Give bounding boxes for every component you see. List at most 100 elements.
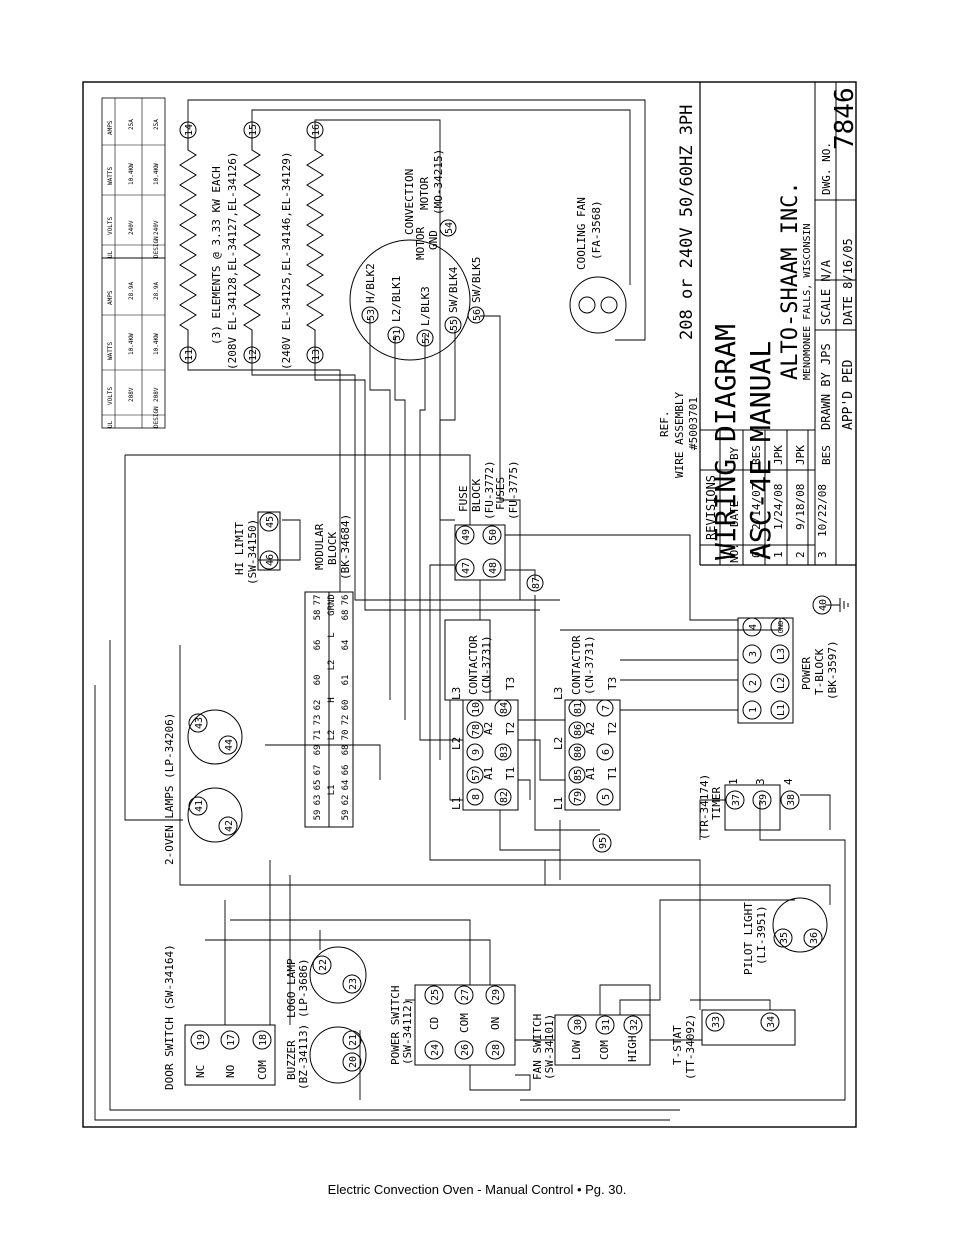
terminal-36 [803, 928, 823, 948]
timer-pin-label: 4 [782, 778, 795, 785]
buzzer-symbol [309, 1026, 367, 1084]
mod-terminal: 62 [313, 700, 323, 711]
tblock-1 [742, 700, 762, 720]
buzzer-label: BUZZER [285, 1040, 298, 1080]
terminal-55 [444, 316, 462, 334]
terminal-8 [466, 788, 484, 806]
terminal-label: 11 [184, 349, 195, 361]
contactor-pin-label: L1 [450, 797, 463, 810]
power-switch-box [414, 984, 516, 1066]
terminal-label: 9 [471, 749, 482, 755]
title-line1: WIRING DIAGRAM [709, 324, 742, 560]
terminal-label: 52 [421, 332, 432, 344]
mod-terminal: 76 [341, 595, 351, 606]
terminal-label: 48 [488, 562, 499, 574]
revisions-cell: 3 [816, 551, 829, 558]
contactor-1-pn-label: (CN-3731) [480, 635, 493, 695]
rating-cell: 240V [153, 220, 160, 235]
contactor-pin-label: A1 [482, 767, 495, 780]
terminal-label: 83 [499, 746, 510, 758]
title-location: MENOMONEE FALLS, WISCONSIN [802, 223, 813, 380]
terminal-15 [243, 121, 261, 139]
revisions-header-no: NO. [728, 543, 741, 563]
revisions-cell: 1 [772, 551, 785, 558]
terminal-9 [466, 743, 484, 761]
terminal-label: 7 [601, 705, 612, 711]
modular-block-terminals: 59 63 65 67 69 71 73 62 60 66 58 77 59 6… [313, 594, 351, 820]
timer-label: TIMER [710, 787, 723, 820]
terminal-label: 86 [573, 724, 584, 736]
terminal-label: 19 [196, 1034, 207, 1046]
modular-block-pn-label: (BK-34684) [339, 514, 352, 580]
terminal-82 [494, 788, 512, 806]
rating-side-label: DESIGN [153, 406, 160, 428]
rating-cell: 28.9A [153, 282, 160, 300]
title-drawn-by: DRAWN BY JPS [819, 343, 833, 430]
terminal-49 [455, 525, 475, 545]
rating-cell: 208V [153, 387, 160, 402]
buzzer-pn-label: (BZ-34113) [297, 1024, 310, 1090]
terminal-label: 8 [471, 794, 482, 800]
terminal-7 [596, 699, 614, 717]
rating-cell: 10.4KW [153, 333, 160, 355]
revisions-cell: 1/24/08 [772, 484, 785, 530]
fan-switch-pin-label: LOW [570, 1040, 583, 1060]
rating-header: VOLTS [107, 217, 114, 235]
terminal-label: 23 [348, 978, 359, 990]
contactor-pin-label: L3 [450, 687, 463, 700]
cooling-fan-label: COOLING FAN [575, 197, 588, 270]
power-switch-label: POWER SWITCH [389, 986, 402, 1065]
revisions-title: REVISIONS [704, 475, 718, 540]
motor-gnd-label: MOTOR [414, 227, 427, 260]
rating-side-label: UL [107, 420, 114, 428]
terminal-label: 79 [573, 791, 584, 803]
terminal-label: 14 [184, 124, 195, 136]
terminal-45 [259, 512, 279, 532]
rating-header: VOLTS [107, 387, 114, 405]
terminal-6 [596, 743, 614, 761]
terminal-label: L3 [776, 648, 787, 660]
terminal-28 [485, 1040, 505, 1060]
contactor-pin-label: T1 [504, 767, 517, 780]
heating-elements [179, 140, 324, 355]
motor-wire-label: L2/BLK1 [390, 276, 403, 322]
mod-terminal: 71 [313, 730, 323, 741]
fuses-pn-label: (FU-3775) [507, 460, 520, 520]
power-switch-pin-label: ON [489, 1017, 502, 1030]
terminal-83 [494, 743, 512, 761]
mod-terminal: 70 [341, 730, 351, 741]
terminal-38 [780, 790, 800, 810]
contactor-pin-label: L2 [552, 737, 565, 750]
terminal-labels: 11 12 13 14 15 16 53 51 52 55 56 54 49 5… [184, 124, 829, 1068]
terminal-label: 53 [366, 309, 377, 321]
revisions-header-date: DATE [728, 501, 741, 528]
component-labels: (3) ELEMENTS @ 3.33 KW EACH (208V EL-341… [163, 149, 839, 1090]
terminal-31 [595, 1015, 615, 1035]
terminal-34 [760, 1012, 780, 1032]
revisions-header-by: BY [728, 446, 741, 460]
mod-terminal: 61 [341, 675, 351, 686]
rating-side-label: UL [107, 250, 114, 258]
elements-label: (3) ELEMENTS @ 3.33 KW EACH [210, 166, 223, 345]
terminal-86 [568, 721, 586, 739]
power-tblock-pn-label: (BK-3597) [826, 640, 839, 700]
terminal-27 [454, 985, 474, 1005]
terminal-81 [568, 699, 586, 717]
terminal-78 [466, 721, 484, 739]
revisions-cell: BES [820, 445, 833, 465]
terminal-label: 34 [766, 1016, 777, 1028]
rating-cell: 10.4KW [153, 163, 160, 185]
terminals [179, 121, 832, 1072]
terminal-57 [466, 766, 484, 784]
contactor-pin-label: T2 [504, 722, 517, 735]
wiring-lines [94, 99, 846, 1121]
contactor-pin-label: L1 [552, 797, 565, 810]
tblock-L1 [770, 700, 790, 720]
tblock-4 [742, 617, 762, 637]
contactor-pin-label: L3 [552, 687, 565, 700]
terminal-label: 25 [430, 989, 441, 1001]
title-company: ALTO-SHAAM INC. [778, 181, 803, 380]
terminal-label: 45 [265, 516, 276, 528]
revisions-cell: 9/18/08 [794, 484, 807, 530]
contactor-2-label: CONTACTOR [570, 635, 583, 695]
